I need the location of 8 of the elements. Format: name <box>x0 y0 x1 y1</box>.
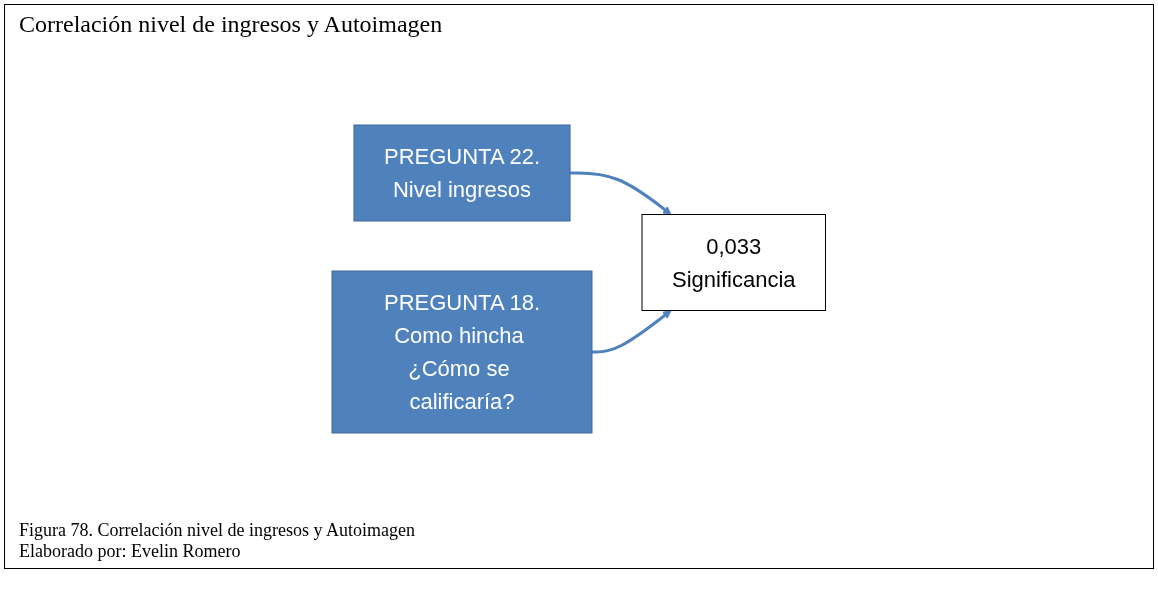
node-box: 0,033 Significancia <box>641 214 827 311</box>
note: Elaborado por: Evelin Romero <box>19 541 242 562</box>
title: Correlación nivel de ingresos y Autoimagen <box>19 11 444 38</box>
caption: Figura 78. Correlación nivel de ingresos y Autoimagen <box>19 520 416 541</box>
arrow <box>570 171 672 215</box>
node-box: PREGUNTA 22. Nivel ingresos <box>353 124 571 222</box>
node-box: PREGUNTA 18. Como hincha ¿Cómo se calificaría? <box>331 270 593 434</box>
arrow <box>592 310 672 354</box>
